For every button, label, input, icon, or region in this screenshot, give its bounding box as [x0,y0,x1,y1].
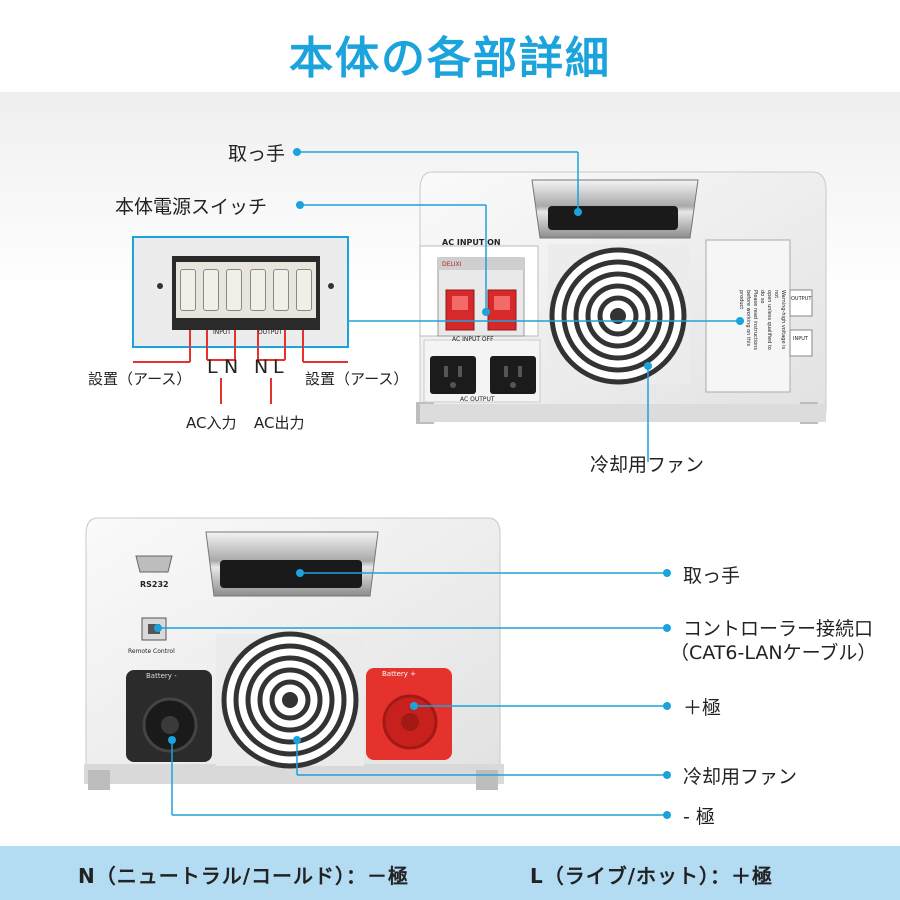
footer-live: L（ライブ/ホット）：＋極 [530,864,774,888]
terminal-output-label: OUTPUT [258,329,283,336]
terminal-red-lines [133,330,348,404]
ac-input-label: AC入力 [186,414,237,432]
footer-bar [0,846,900,900]
ground-label-left: 設置（アース） [88,370,192,388]
breaker-brand: DELIXI [442,261,462,268]
controller-port-cable-label: （CAT6-LANケーブル） [670,642,877,664]
ac-outlets [423,339,541,403]
negative-label: - 極 [683,806,715,828]
negative-terminal [126,670,212,762]
ac-output-text: AC OUTPUT [460,396,495,403]
bottom-handle [205,531,379,597]
handle-label-top: 取っ手 [228,143,286,165]
top-callout-lines [297,151,740,462]
handle-label-bottom: 取っ手 [683,565,741,587]
ground-label-right: 設置（アース） [305,370,409,388]
warning-text: Warning-high voltage is not open unless … [737,290,786,350]
power-switch-label: 本体電源スイッチ [115,196,268,218]
ac-output-label: AC出力 [254,414,305,432]
warning-line-2: open unless qualified to do so [759,290,772,350]
remote-control-label: Remote Control [128,648,175,655]
breaker-panel [419,245,539,337]
positive-terminal [366,668,452,760]
bottom-fan [216,631,364,769]
controller-port-label: コントローラー接続口 [683,618,874,640]
warning-line-4: before working on this product [738,290,751,347]
terminal-n-left: N [224,356,239,378]
terminal-n-right: N [254,356,269,378]
side-input-text: INPUT [793,336,808,342]
controller-port [141,617,167,641]
warning-line-3: Please read instructions [752,290,758,350]
footer-neutral: N（ニュートラル/コールド）：－極 [78,864,410,888]
bottom-callout-lines [158,572,667,816]
warning-line-1: Warning-high voltage is not [773,290,786,350]
top-fan [548,244,690,385]
warning-cover [705,239,813,393]
rs232-label: RS232 [140,580,169,589]
fan-label-bottom: 冷却用ファン [683,766,798,788]
rs232-port [135,555,173,573]
terminal-block [176,262,316,318]
side-output-text: OUTPUT [791,296,812,302]
terminal-closeup [132,236,349,348]
fan-label-top: 冷却用ファン [590,454,705,476]
top-handle [531,179,699,239]
page-title: 本体の各部詳細 [289,33,611,84]
terminal-input-label: INPUT [213,329,231,336]
battery-neg-label: Battery - [146,672,177,680]
battery-pos-label: Battery + [382,670,416,678]
ac-input-off-text: AC INPUT OFF [452,336,494,343]
terminal-l-right: L [273,356,284,378]
terminal-l-left: L [207,356,218,378]
positive-label: ＋極 [683,697,722,719]
ac-input-on-text: AC INPUT ON [442,238,501,247]
